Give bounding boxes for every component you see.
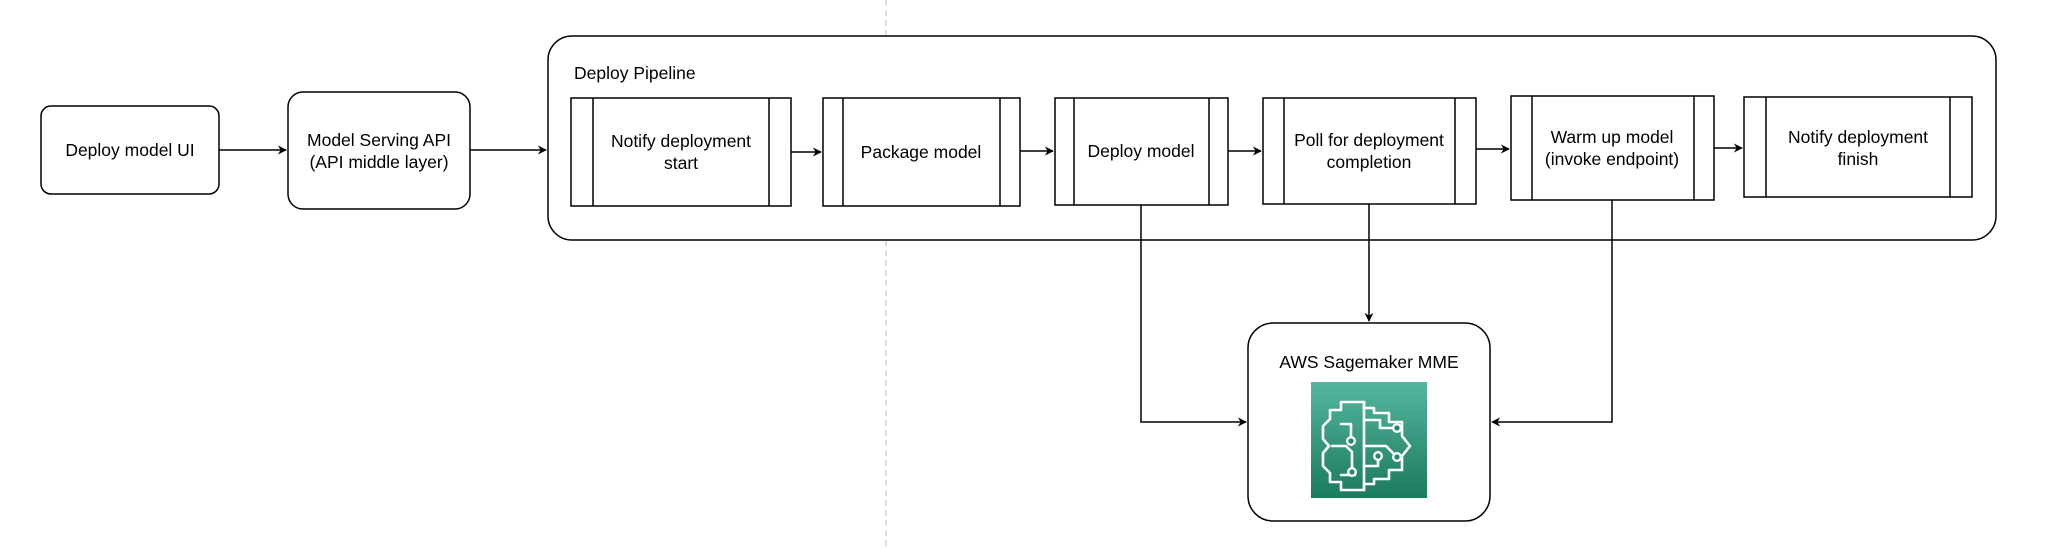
model-serving-api-label-line2: (API middle layer) [309, 152, 448, 172]
poll-completion-label-line1: Poll for deployment [1294, 130, 1444, 150]
warm-up-label-line2: (invoke endpoint) [1545, 149, 1679, 169]
pipeline-step-notify-start[interactable]: Notify deployment start [570, 97, 792, 207]
deploy-pipeline-title: Deploy Pipeline [574, 63, 696, 83]
edge-warm-up-to-sagemaker [1491, 200, 1613, 427]
pipeline-step-warm-up-model[interactable]: Warm up model (invoke endpoint) [1510, 95, 1715, 201]
model-serving-api-node[interactable]: Model Serving API (API middle layer) [287, 91, 471, 210]
pipeline-step-poll-completion[interactable]: Poll for deployment completion [1262, 97, 1477, 205]
sagemaker-brain-icon [1311, 382, 1427, 498]
edge-deploy-model-to-sagemaker [1140, 205, 1247, 427]
notify-start-label-line1: Notify deployment [611, 131, 751, 151]
pipeline-step-package-model[interactable]: Package model [822, 97, 1021, 207]
model-serving-api-label-line1: Model Serving API [307, 130, 451, 150]
warm-up-label-line1: Warm up model [1551, 127, 1674, 147]
pipeline-step-notify-finish[interactable]: Notify deployment finish [1743, 96, 1973, 198]
notify-finish-label-line2: finish [1838, 149, 1879, 169]
aws-sagemaker-mme-node[interactable]: AWS Sagemaker MME [1247, 322, 1491, 522]
poll-completion-label-line2: completion [1327, 152, 1412, 172]
pipeline-step-deploy-model[interactable]: Deploy model [1054, 97, 1229, 206]
deploy-model-label: Deploy model [1088, 141, 1195, 161]
deploy-model-ui-node[interactable]: Deploy model UI [40, 105, 220, 195]
notify-finish-label-line1: Notify deployment [1788, 127, 1928, 147]
package-model-label: Package model [861, 142, 982, 162]
deploy-model-ui-label: Deploy model UI [65, 140, 194, 160]
sagemaker-label: AWS Sagemaker MME [1279, 352, 1458, 372]
notify-start-label-line2: start [664, 153, 698, 173]
